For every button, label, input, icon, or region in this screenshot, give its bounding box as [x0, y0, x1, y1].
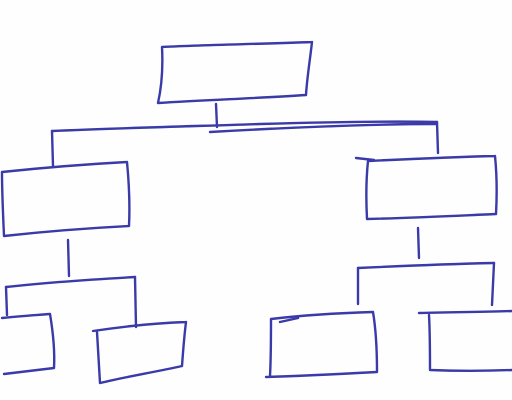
left-left-outline: [0, 312, 56, 376]
level2-bar: [50, 120, 439, 133]
root-box-outline: [156, 40, 314, 105]
right-drop-right: [490, 261, 496, 307]
right-subtree-connector: [356, 226, 496, 307]
right-left-box: [264, 310, 379, 379]
drop-right: [435, 120, 440, 155]
left-child-stem: [66, 238, 71, 278]
left-subtree-connector: [4, 238, 138, 329]
left-right-outline: [91, 320, 188, 385]
right-child-stem: [416, 226, 421, 260]
left-drop-left: [4, 285, 9, 317]
right-child-box: [354, 154, 498, 221]
right-child-outline: [365, 154, 498, 221]
root-stem: [214, 102, 219, 129]
left-level3-bar: [4, 275, 137, 289]
root-connector: [50, 102, 440, 168]
right-right-box: [417, 309, 512, 372]
left-right-box: [91, 320, 188, 385]
right-left-outline: [264, 310, 379, 379]
right-left-corner-tick: [278, 316, 300, 324]
left-drop-right: [133, 275, 138, 329]
right-right-outline: [417, 309, 512, 372]
left-child-box: [0, 160, 131, 238]
root-box: [156, 40, 314, 105]
drop-left: [50, 129, 55, 168]
level2-bar-overstroke: [208, 122, 438, 134]
left-left-box: [0, 312, 56, 376]
left-child-outline: [0, 160, 131, 238]
right-child-corner-tick: [354, 156, 376, 162]
right-level3-bar: [356, 261, 496, 270]
